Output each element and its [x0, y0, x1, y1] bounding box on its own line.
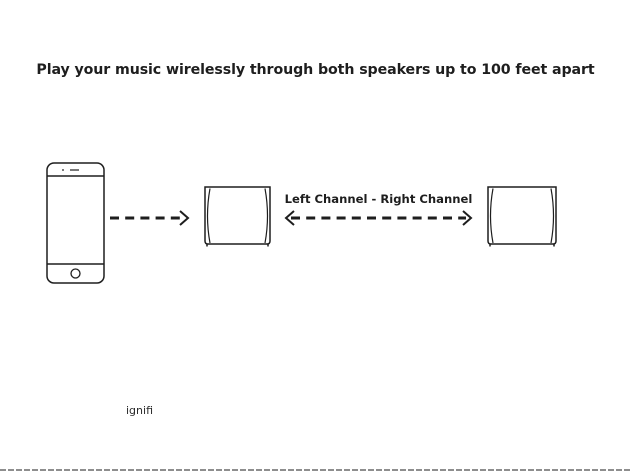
- stream-arrow: [110, 211, 188, 225]
- channel-link-arrow: [286, 211, 471, 225]
- channel-label: Left Channel - Right Channel: [285, 192, 473, 206]
- left-speaker-icon: [205, 187, 270, 247]
- right-speaker-icon: [488, 187, 556, 247]
- footnote: ignifi: [126, 404, 153, 417]
- smartphone-icon: [47, 163, 104, 283]
